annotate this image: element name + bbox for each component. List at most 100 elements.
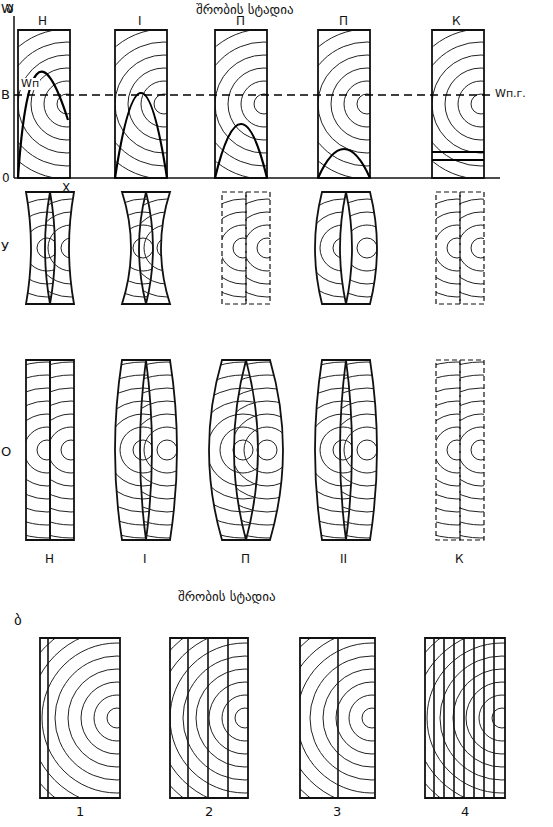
board-half bbox=[460, 192, 484, 304]
growth-rings bbox=[0, 0, 285, 322]
growth-ring bbox=[27, 108, 307, 388]
growth-ring bbox=[0, 565, 270, 827]
growth-ring bbox=[362, 708, 382, 728]
growth-ring bbox=[0, 271, 226, 629]
growth-ring bbox=[92, 565, 398, 827]
growth-rings bbox=[263, 232, 553, 668]
callout-number: 1 bbox=[76, 805, 84, 819]
growth-ring bbox=[88, 271, 446, 629]
growth-ring bbox=[209, 682, 281, 754]
growth-ring bbox=[357, 238, 377, 258]
growth-ring bbox=[289, 56, 553, 440]
growth-rings bbox=[0, 0, 382, 322]
growth-ring bbox=[227, 0, 507, 244]
growth-ring bbox=[153, 134, 381, 362]
growth-ring bbox=[380, 3, 553, 205]
stage-letter: П bbox=[339, 15, 348, 28]
growth-ring bbox=[183, 656, 307, 780]
growth-ring bbox=[11, 212, 83, 284]
growth-ring bbox=[479, 695, 525, 741]
growth-ring bbox=[3, 108, 283, 388]
growth-ring bbox=[0, 147, 172, 349]
growth-ring bbox=[330, 121, 553, 375]
growth-ring bbox=[207, 414, 279, 486]
growth-ring bbox=[349, 565, 553, 827]
stage-letter: I bbox=[138, 15, 142, 28]
row-label: У bbox=[1, 240, 9, 254]
growth-ring bbox=[240, 323, 494, 577]
growth-ring bbox=[0, 0, 181, 218]
growth-ring bbox=[64, 271, 422, 629]
growth-ring bbox=[317, 108, 553, 388]
growth-rings bbox=[263, 0, 553, 322]
growth-ring bbox=[263, 30, 553, 466]
growth-ring bbox=[201, 284, 533, 616]
growth-ring bbox=[279, 160, 455, 336]
growth-ring bbox=[79, 160, 255, 336]
growth-ring bbox=[406, 173, 553, 323]
growth-ring bbox=[175, 56, 553, 440]
growth-ring bbox=[0, 30, 385, 466]
board-half bbox=[50, 360, 74, 540]
growth-ring bbox=[318, 199, 416, 297]
growth-ring bbox=[154, 94, 174, 114]
board-half bbox=[436, 360, 460, 540]
growth-ring bbox=[155, 160, 331, 336]
growth-ring bbox=[357, 440, 377, 460]
growth-ring bbox=[114, 95, 420, 401]
growth-ring bbox=[315, 284, 553, 616]
growth-ring bbox=[40, 513, 450, 827]
growth-ring bbox=[458, 427, 504, 473]
growth-ring bbox=[125, 30, 553, 466]
board-outline bbox=[115, 30, 167, 178]
growth-ring bbox=[344, 427, 390, 473]
growth-ring bbox=[0, 513, 322, 827]
growth-ring bbox=[0, 186, 109, 310]
growth-ring bbox=[3, 310, 283, 590]
growth-ring bbox=[227, 108, 507, 388]
growth-ring bbox=[305, 42, 429, 166]
growth-rings bbox=[0, 232, 385, 668]
growth-ring bbox=[190, 95, 496, 401]
growth-ring bbox=[189, 29, 339, 179]
growth-ring bbox=[118, 591, 372, 827]
growth-ring bbox=[0, 30, 265, 466]
moisture-curve bbox=[432, 159, 484, 161]
growth-ring bbox=[408, 199, 506, 297]
growth-ring bbox=[141, 81, 187, 127]
growth-ring bbox=[263, 232, 553, 668]
growth-ring bbox=[401, 617, 553, 819]
growth-ring bbox=[253, 336, 481, 564]
growth-ring bbox=[305, 186, 429, 310]
growth-rings bbox=[0, 30, 385, 466]
growth-ring bbox=[0, 134, 185, 362]
growth-ring bbox=[471, 94, 491, 114]
growth-ring bbox=[90, 95, 396, 401]
growth-ring bbox=[181, 388, 305, 512]
growth-ring bbox=[0, 284, 309, 616]
growth-ring bbox=[128, 68, 200, 140]
growth-ring bbox=[49, 232, 485, 668]
growth-ring bbox=[240, 121, 494, 375]
growth-ring bbox=[328, 95, 553, 401]
growth-ring bbox=[0, 0, 233, 270]
growth-ring bbox=[166, 147, 368, 349]
growth-ring bbox=[162, 245, 553, 655]
growth-rings bbox=[239, 232, 553, 668]
board-outline bbox=[318, 30, 370, 178]
growth-ring bbox=[127, 310, 407, 590]
growth-ring bbox=[268, 375, 418, 525]
growth-ring bbox=[434, 225, 480, 271]
growth-ring bbox=[48, 225, 94, 271]
callout-number: 2 bbox=[205, 805, 213, 819]
growth-ring bbox=[357, 94, 377, 114]
growth-ring bbox=[201, 82, 533, 414]
growth-ring bbox=[168, 375, 318, 525]
growth-ring bbox=[289, 0, 553, 296]
growth-ring bbox=[0, 591, 244, 827]
growth-ring bbox=[0, 0, 246, 283]
growth-ring bbox=[137, 0, 391, 231]
growth-ring bbox=[14, 297, 320, 603]
growth-ring bbox=[310, 656, 434, 780]
growth-ring bbox=[231, 212, 303, 284]
